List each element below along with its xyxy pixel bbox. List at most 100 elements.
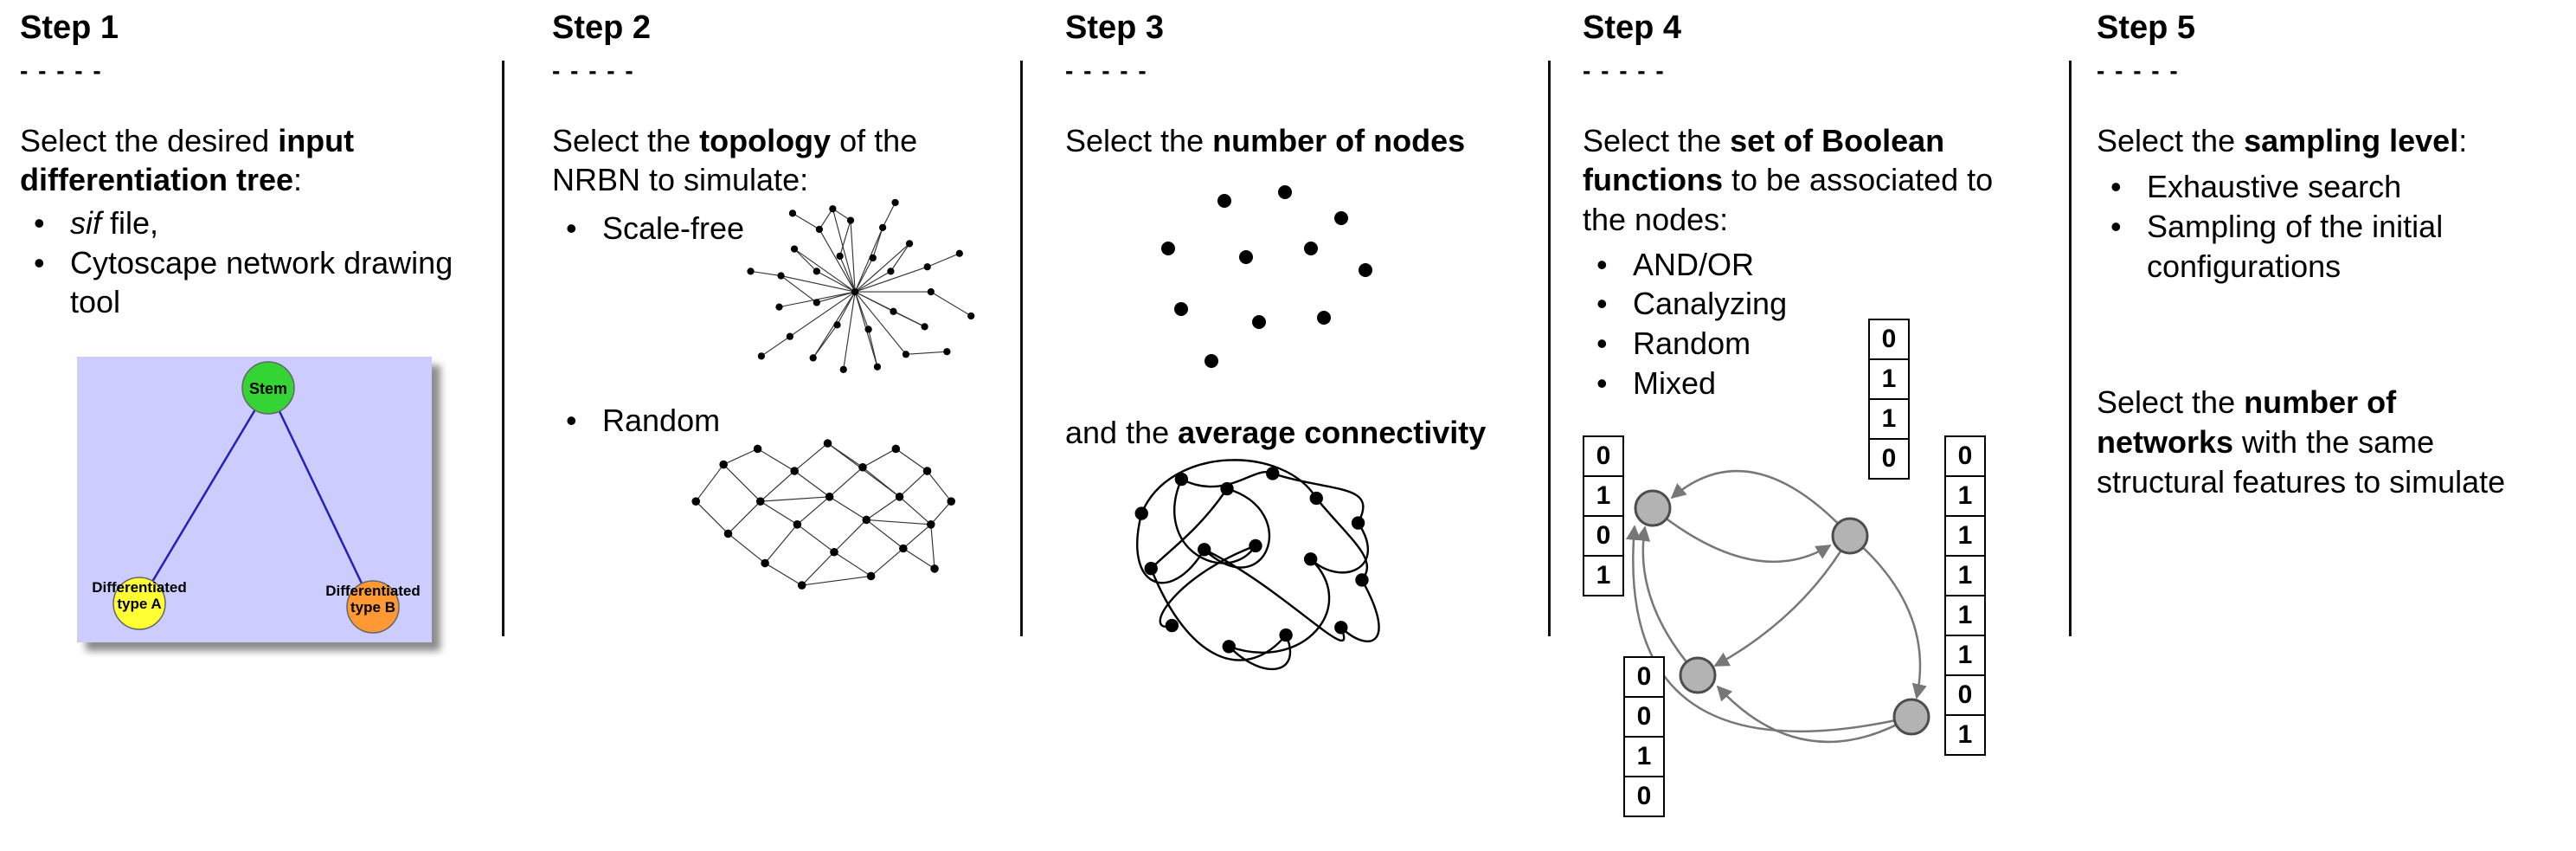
truth-table-cell: 1: [1944, 475, 1986, 517]
truth-table-cell: 1: [1944, 595, 1986, 636]
tree-edge-a: [138, 387, 270, 604]
step4-column: Step 4 - - - - - Select the set of Boole…: [1583, 9, 2059, 817]
truth-table-cell: 0: [1944, 674, 1986, 716]
network-arrow: [1635, 525, 1699, 676]
text-line: networks with the same: [2097, 422, 2547, 462]
dash-separator: - - - - -: [552, 56, 635, 84]
dash-separator: - - - - -: [2097, 56, 2180, 84]
truth-table-cell: 1: [1944, 555, 1986, 596]
step4-intro: Select the set of Boolean functions to b…: [1583, 121, 2007, 240]
step3-connectivity-text: and the average connectivity: [1065, 413, 1537, 453]
network-arrow: [1652, 507, 1832, 564]
boolean-node: [1831, 517, 1869, 555]
bullet-label: Exhaustive search: [2147, 169, 2402, 205]
bullet-marker: •: [566, 210, 577, 247]
text-segment-bold: number of: [2244, 384, 2397, 421]
bullet-item-sif-file: • sif file,: [20, 203, 491, 243]
text-segment: structural features to simulate: [2097, 463, 2506, 500]
step5-intro: Select the sampling level:: [2097, 121, 2547, 161]
step1-column: Step 1 - - - - - Select the desired inpu…: [20, 9, 491, 643]
truth-table-cell: 0: [1944, 435, 1986, 477]
truth-table-cell: 0: [1583, 435, 1624, 477]
node-b-label-line2: type B: [350, 599, 395, 616]
boolean-network-arrows: [1625, 469, 1930, 744]
bullet-marker: •: [2110, 169, 2122, 205]
truth-table-cell: 1: [1583, 555, 1624, 596]
step2-bullet-list: • Scale-free • Random: [552, 209, 1011, 440]
bullet-marker: •: [1596, 364, 1608, 401]
text-segment-italic: sif: [70, 205, 101, 242]
boolean-node: [1634, 489, 1672, 527]
truth-table-cell: 0: [1623, 656, 1665, 698]
text-line: Select the number of: [2097, 383, 2547, 422]
text-segment: of the NRBN to simulate:: [552, 122, 927, 198]
text-segment: Select the: [1065, 122, 1213, 158]
bullet-marker: •: [34, 205, 45, 242]
truth-table-cell: 0: [1868, 319, 1910, 360]
dash-separator: - - - - -: [1065, 56, 1148, 84]
truth-table-cell: 0: [1623, 776, 1665, 817]
column-divider: [502, 61, 504, 636]
step4-bullet-list: • AND/OR • Canalyzing • Random • Mixed: [1583, 245, 2059, 403]
truth-table-top: 0 1 1 0: [1868, 319, 1910, 480]
nodes-scatter-graphic: [1161, 185, 1372, 369]
text-segment: and the: [1065, 415, 1179, 451]
truth-table-cell: 0: [1623, 696, 1665, 738]
truth-table-cell: 1: [1623, 736, 1665, 777]
truth-table-right: 0 1 1 1 1 1 0 1: [1944, 435, 1986, 756]
bullet-item-and-or: • AND/OR: [1583, 245, 2059, 285]
bullet-label: Cytoscape network drawing tool: [70, 244, 462, 320]
dash-separator: - - - - -: [20, 56, 103, 84]
bullet-marker: •: [1596, 326, 1608, 362]
bullet-item-cytoscape: • Cytoscape network drawing tool: [20, 243, 491, 322]
bullet-label: Random: [602, 402, 721, 438]
step1-intro: Select the desired input differentiation…: [20, 121, 435, 200]
truth-table-cell: 1: [1944, 515, 1986, 557]
network-arrow: [1670, 469, 1851, 537]
random-network-graphic: [691, 439, 956, 590]
bullet-marker: •: [566, 402, 577, 438]
text-segment: :: [2458, 122, 2468, 158]
text-segment: with the same: [2233, 424, 2435, 461]
text-segment: Select the: [2097, 384, 2245, 421]
step2-intro: Select the topology of the NRBN to simul…: [552, 121, 959, 200]
bullet-label: Random: [1633, 326, 1751, 362]
bullet-marker: •: [1596, 286, 1608, 322]
bullet-item-exhaustive-search: • Exhaustive search: [2097, 167, 2571, 207]
step3-nodes-text: Select the number of nodes: [1065, 121, 1537, 161]
bullet-label: Mixed: [1633, 364, 1717, 401]
truth-table-cell: 1: [1944, 714, 1986, 756]
differentiated-a-node: [112, 577, 166, 630]
bullet-item-scale-free: • Scale-free: [552, 209, 1011, 248]
bullet-label: Canalyzing: [1633, 286, 1788, 322]
step2-column: Step 2 - - - - - Select the topology of …: [552, 9, 1011, 590]
bullet-item-random: • Random: [552, 401, 1011, 441]
text-segment: Select the: [552, 122, 700, 158]
step3-column: Step 3 - - - - - Select the number of no…: [1065, 9, 1539, 678]
bullet-marker: •: [2110, 209, 2122, 245]
step4-title: Step 4: [1583, 10, 1682, 46]
connectivity-tangle-graphic: [1134, 459, 1380, 671]
text-segment: Select the: [2097, 122, 2245, 158]
bullet-label: Scale-free: [602, 210, 745, 247]
step5-column: Step 5 - - - - - Select the sampling lev…: [2097, 9, 2571, 502]
text-segment-bold: sampling level: [2244, 122, 2459, 158]
text-segment-bold: number of nodes: [1212, 122, 1466, 158]
text-segment-bold: networks: [2097, 424, 2234, 461]
bullet-label: sif file,: [70, 203, 491, 243]
truth-table-cell: 0: [1868, 438, 1910, 480]
text-segment: Select the desired: [20, 122, 279, 158]
truth-table-bottom: 0 0 1 0: [1623, 656, 1665, 817]
stem-node-label: Stem: [249, 380, 287, 397]
truth-table-cell: 1: [1868, 358, 1910, 400]
bullet-marker: •: [34, 244, 45, 280]
column-divider: [2069, 61, 2072, 636]
truth-table-cell: 1: [1868, 398, 1910, 440]
dash-separator: - - - - -: [1583, 56, 1666, 84]
step5-bullet-list: • Exhaustive search • Sampling of the in…: [2097, 167, 2571, 286]
truth-table-cell: 1: [1944, 635, 1986, 676]
network-arrow: [1849, 535, 1927, 699]
text-segment: :: [293, 162, 303, 198]
text-segment: file,: [101, 205, 159, 242]
